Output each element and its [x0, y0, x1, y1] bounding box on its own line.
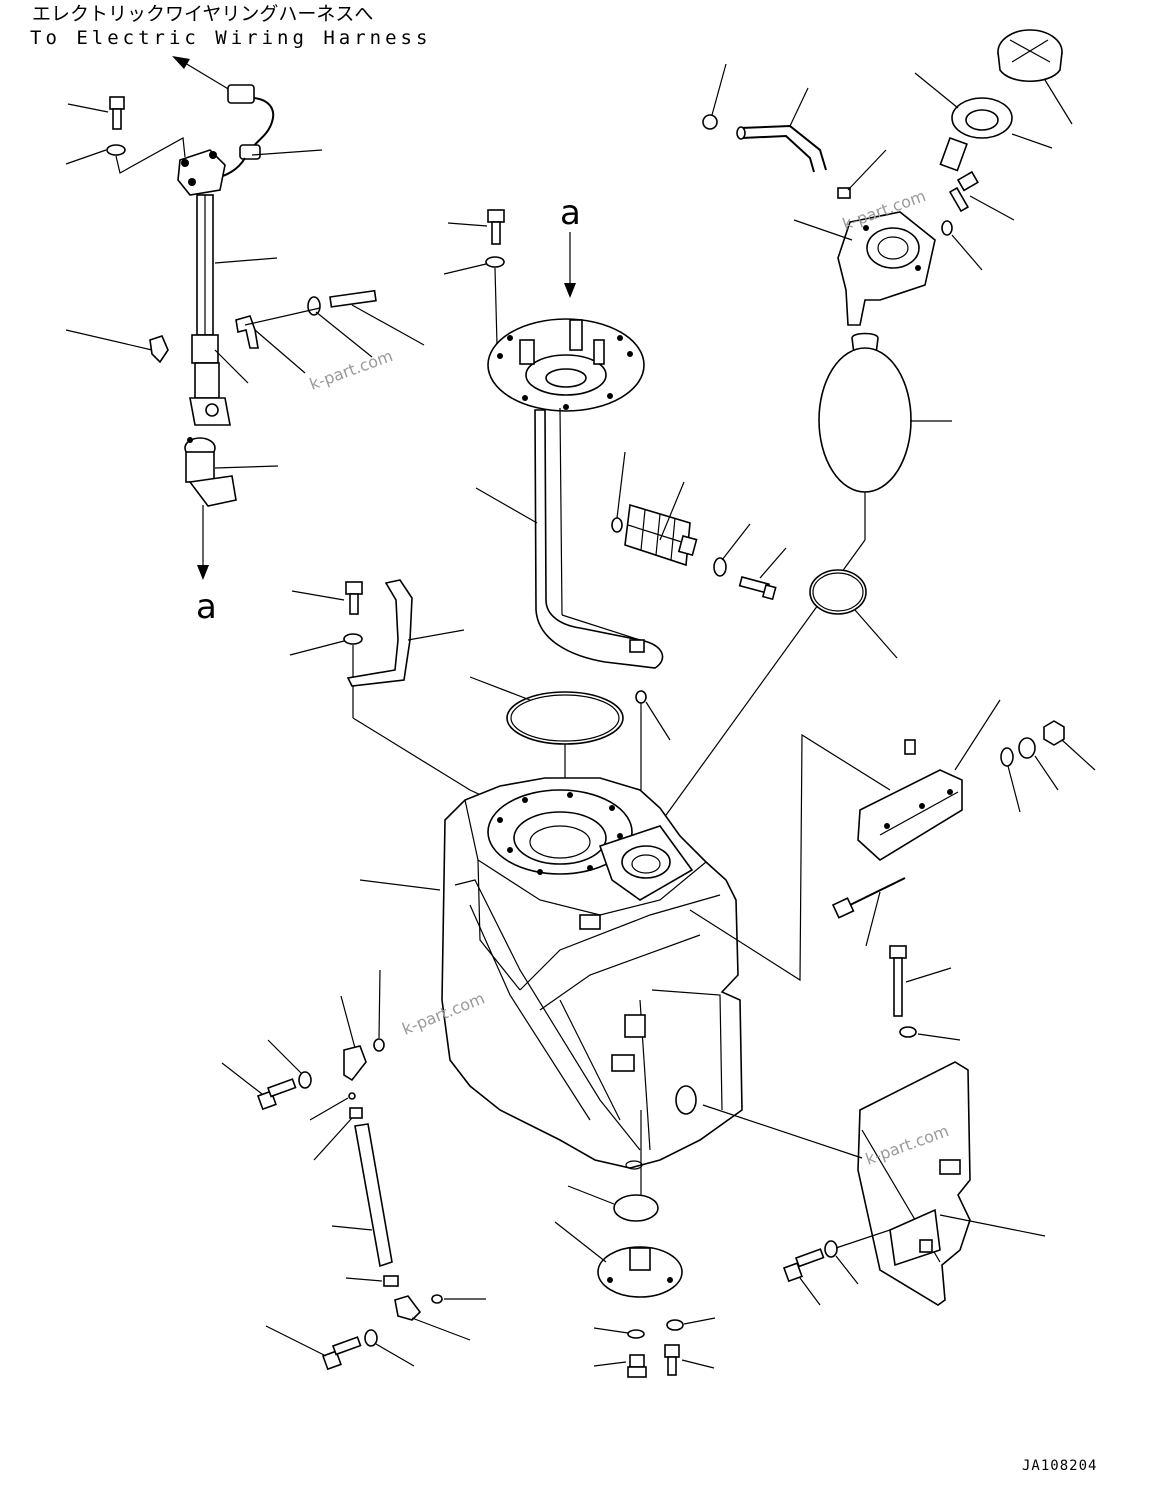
drain-valve-elbow — [340, 995, 367, 1082]
pickup-tube — [475, 407, 664, 669]
washer-guard-lower — [824, 1229, 891, 1285]
bolt-filler-neck — [948, 170, 1015, 221]
drain-cover-gasket — [567, 1185, 659, 1222]
washer-filler-neck — [941, 220, 983, 271]
lock-washer-right — [1018, 737, 1059, 791]
drain-cover-plate — [554, 1221, 683, 1298]
tank-mount-bracket — [857, 699, 1001, 861]
leader-bracket-outline — [689, 733, 891, 982]
nut-right — [1043, 720, 1096, 771]
bolt-guard-lower — [782, 1248, 825, 1306]
washer-bracket-right — [1000, 747, 1021, 813]
bolt-drain-cock — [265, 1325, 362, 1371]
watermark-1: k-part.com — [307, 346, 395, 394]
bolt-flange — [443, 209, 505, 346]
clip-left — [65, 329, 169, 364]
washer-strainer — [713, 523, 751, 577]
leader-harness — [251, 149, 323, 156]
washer-guard-upper — [899, 1026, 961, 1041]
drain-rod — [331, 1123, 393, 1268]
o-ring-small-upper — [611, 451, 626, 533]
clip-hose — [837, 149, 887, 199]
drain-fitting — [313, 1107, 363, 1161]
filler-neck — [793, 211, 936, 326]
harness-arrow — [172, 56, 231, 91]
hose-clamp-lower — [345, 1275, 399, 1287]
drain-washer — [666, 1317, 716, 1331]
drain-o-ring — [593, 1327, 645, 1339]
fuel-tank-body — [359, 777, 743, 1170]
small-clip — [309, 1092, 356, 1121]
drain-cock — [394, 1295, 471, 1341]
leader-sender-rod — [214, 257, 278, 264]
flange-gasket — [469, 676, 624, 745]
drain-bolt-right — [664, 1344, 715, 1376]
long-bolt-right — [831, 877, 906, 947]
drain-bolt-left — [593, 1354, 647, 1378]
washer-drain-cock — [364, 1329, 415, 1367]
fuel-strainer — [624, 481, 698, 567]
clamp-hose-small — [702, 63, 727, 130]
bolt-guard-upper — [889, 945, 952, 1017]
bolt-strainer — [738, 547, 787, 601]
bolt-valve — [221, 1062, 297, 1111]
washer-valve — [267, 1039, 312, 1089]
view-marker-lower: a — [196, 587, 217, 627]
level-sensor — [184, 437, 279, 580]
filler-cap — [997, 29, 1073, 125]
bolt-bracket-small — [244, 289, 425, 358]
washer-upper-left — [65, 137, 186, 174]
tank-guard-cover — [857, 1061, 1046, 1306]
view-arrow-upper — [564, 232, 576, 298]
filler-bellows — [647, 332, 952, 841]
o-ring-valve — [373, 969, 385, 1052]
view-marker-upper: a — [560, 193, 581, 233]
bolt-bracket-left — [291, 581, 363, 615]
fuel-pump-flange — [487, 318, 645, 412]
bracket-stay — [346, 579, 465, 687]
washer-bracket-left — [289, 633, 363, 718]
drain-cap — [431, 1294, 486, 1304]
harness-annotation-en: To Electric Wiring Harness — [30, 27, 431, 49]
harness-annotation-jp: エレクトリックワイヤリングハーネスへ — [32, 3, 373, 25]
bolt-upper-left — [67, 96, 125, 130]
fuel-sender-assembly — [177, 84, 275, 426]
filler-o-ring — [809, 569, 898, 659]
filler-strainer-cap — [914, 72, 1053, 172]
bracket-small — [235, 315, 306, 374]
leader-tank-guard — [702, 1104, 863, 1159]
breather-hose — [736, 87, 827, 173]
drawing-number: JA108204 — [1022, 1458, 1097, 1474]
leader-sender-float — [214, 349, 249, 384]
